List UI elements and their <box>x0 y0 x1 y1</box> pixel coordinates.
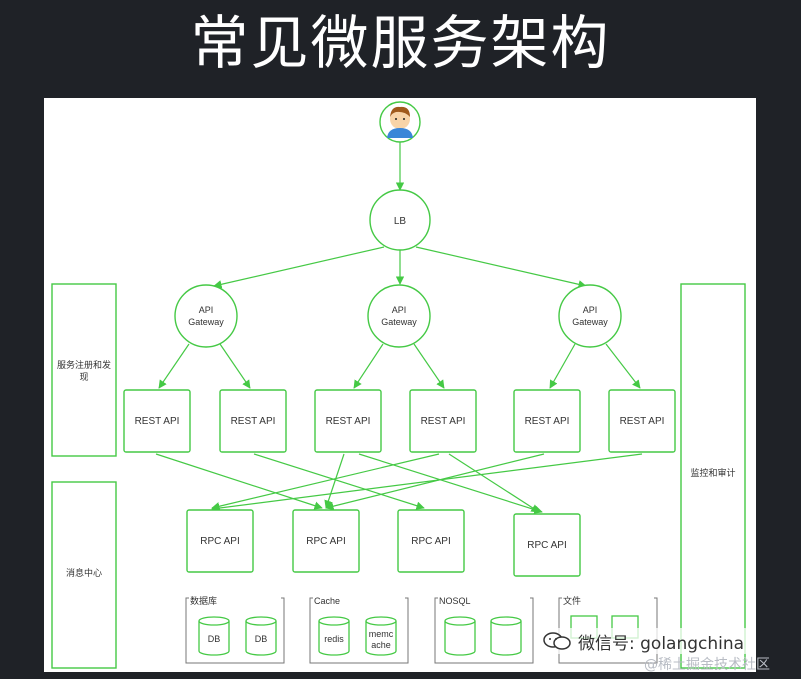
service-registry-panel <box>51 283 117 457</box>
gateway-label: API <box>199 305 214 315</box>
edge-lb-gw3 <box>415 246 587 289</box>
edge-gw1-rest1 <box>158 343 190 389</box>
edge-rest3-rpc2 <box>324 453 345 509</box>
edge-gw1-rest2 <box>219 343 251 389</box>
db-group-label: 数据库 <box>190 595 217 606</box>
gateway-label: Gateway <box>188 317 224 327</box>
page-title: 常见微服务架构 <box>190 9 611 77</box>
edge-gw2-rest4 <box>413 343 445 389</box>
rpc-api-box <box>513 513 581 577</box>
rest-api-label: REST API <box>525 416 570 427</box>
rpc-api-box <box>186 509 254 573</box>
nosql-cylinder-icon <box>444 616 476 656</box>
gateway-label: Gateway <box>572 317 608 327</box>
db-cylinder-icon <box>198 616 230 656</box>
rest-api-box <box>219 389 287 453</box>
wechat-watermark: 微信号: golangchina <box>538 628 749 654</box>
nosql-cylinder-icon <box>490 616 522 656</box>
rest-api-box <box>608 389 676 453</box>
cache-group-label: Cache <box>314 596 340 606</box>
service-registry-label: 现 <box>79 372 88 382</box>
edge-rest4-rpc4 <box>448 453 540 513</box>
edge-gw3-rest5 <box>549 343 576 389</box>
redis-label: redis <box>324 634 344 644</box>
rest-api-label: REST API <box>326 416 371 427</box>
monitoring-audit-panel <box>680 283 746 669</box>
api-gateway-node: API Gateway <box>174 284 238 348</box>
rest-api-box <box>123 389 191 453</box>
wechat-id-text: 微信号: golangchina <box>578 633 745 654</box>
memcache-label: ache <box>371 640 391 650</box>
edge-rest1-rpc2 <box>155 453 323 510</box>
architecture-diagram: LB API Gateway API Gateway API Gateway R… <box>51 101 746 669</box>
load-balancer-node: LB <box>369 189 431 251</box>
edge-rest2-rpc3 <box>253 453 425 510</box>
rpc-api-label: RPC API <box>411 536 450 547</box>
gateway-label: API <box>583 305 598 315</box>
file-group-container <box>558 597 658 664</box>
rest-api-label: REST API <box>421 416 466 427</box>
lb-label: LB <box>394 216 407 227</box>
edge-gw2-rest3 <box>353 343 384 389</box>
edge-rest3-rpc4 <box>358 453 543 514</box>
db-label: DB <box>255 634 268 644</box>
memcache-label: memc <box>369 629 394 639</box>
rpc-api-label: RPC API <box>527 540 566 551</box>
gateway-label: Gateway <box>381 317 417 327</box>
file-group-label: 文件 <box>563 595 581 606</box>
edge-lb-gw1 <box>213 246 385 289</box>
db-cylinder-icon <box>245 616 277 656</box>
cache-group-container <box>309 597 409 664</box>
api-gateway-node: API Gateway <box>367 284 431 348</box>
rpc-api-label: RPC API <box>200 536 239 547</box>
service-registry-label: 服务注册和发 <box>57 359 111 370</box>
message-center-panel <box>51 481 117 669</box>
nosql-group-container <box>434 597 534 664</box>
rpc-api-box <box>397 509 465 573</box>
db-group-container <box>185 597 285 664</box>
nosql-group-label: NOSQL <box>439 596 471 606</box>
db-label: DB <box>208 634 221 644</box>
rest-api-label: REST API <box>231 416 276 427</box>
user-avatar-icon <box>379 101 421 143</box>
api-gateway-node: API Gateway <box>558 284 622 348</box>
watermark: 微信号: golangchina @稀土掘金技术社区 <box>538 628 798 676</box>
juejin-watermark-text: @稀土掘金技术社区 <box>644 657 770 673</box>
rest-api-box <box>314 389 382 453</box>
diagram-panel: LB API Gateway API Gateway API Gateway R… <box>44 98 756 672</box>
rpc-api-label: RPC API <box>306 536 345 547</box>
rest-api-box <box>513 389 581 453</box>
monitoring-audit-label: 监控和审计 <box>690 467 735 478</box>
memcache-cylinder-icon <box>365 616 397 656</box>
message-center-label: 消息中心 <box>66 567 102 578</box>
wechat-icon <box>543 632 571 650</box>
edge-gw3-rest6 <box>605 343 641 389</box>
gateway-label: API <box>392 305 407 315</box>
edge-rest4-rpc1 <box>211 453 440 511</box>
edge-rest6-rpc1 <box>211 453 643 513</box>
rest-api-label: REST API <box>620 416 665 427</box>
rpc-api-box <box>292 509 360 573</box>
rest-api-box <box>409 389 477 453</box>
redis-cylinder-icon <box>318 616 350 656</box>
rest-api-label: REST API <box>135 416 180 427</box>
